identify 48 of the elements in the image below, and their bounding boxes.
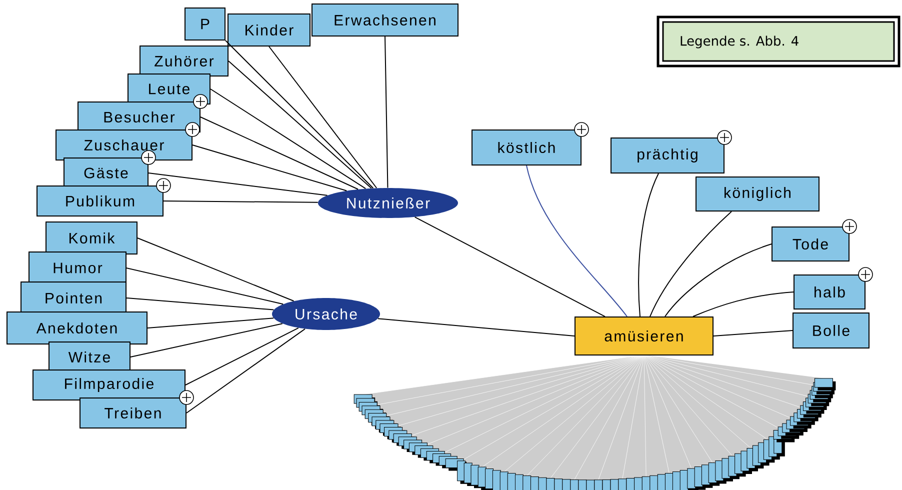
word-box: Witze [48, 342, 130, 372]
connector-line [126, 298, 274, 310]
connector-line [225, 40, 374, 189]
word-box: Leute [128, 74, 210, 104]
word-box: Gäste [64, 158, 148, 188]
connector-line [650, 211, 732, 317]
word-box: Zuhörer [140, 46, 228, 76]
note-box: Legende s. Abb. 4 [656, 16, 900, 68]
connector-line [200, 116, 359, 190]
word-box: Anekdoten [6, 312, 148, 344]
connector-line [268, 46, 378, 188]
connector-line [186, 328, 306, 414]
word-box: Pointen [20, 282, 126, 314]
connector-line [414, 216, 606, 317]
connector-line [210, 88, 366, 190]
word-box: Zuschauer [56, 130, 192, 160]
word-box: königlich [696, 176, 820, 212]
connector-line [126, 268, 284, 305]
word-box: Publikum [36, 186, 164, 216]
word-box: Treiben [80, 398, 186, 428]
connector-line [137, 238, 294, 302]
word-box: Filmparodie [32, 370, 186, 400]
connector-line [148, 172, 328, 196]
connector-line [163, 200, 318, 203]
word-box: Tode [772, 226, 850, 262]
word-box: halb [794, 274, 866, 310]
word-box: Kinder [228, 14, 310, 46]
word-box: Humor [28, 252, 126, 284]
word-box: Komik [46, 222, 138, 254]
word-box: Bolle [792, 312, 870, 348]
connector-line [147, 318, 274, 328]
connector-line [377, 318, 575, 336]
connector-line [526, 165, 628, 317]
word-box: P [184, 8, 226, 40]
connector-line [664, 244, 772, 317]
connector-line [185, 327, 299, 386]
connector-line [130, 323, 283, 358]
connector-line [384, 36, 388, 188]
connector-line [713, 330, 793, 336]
connector-line [228, 60, 372, 189]
word-box: köstlich [472, 130, 582, 166]
word-box: Erwachsenen [312, 4, 458, 36]
keyword-box: amüsieren [574, 316, 714, 356]
connector-line [638, 173, 659, 317]
word-box: Besucher [78, 102, 200, 132]
word-box: prächtig [610, 138, 724, 174]
connector-line [192, 144, 348, 192]
connector-line [692, 292, 794, 317]
